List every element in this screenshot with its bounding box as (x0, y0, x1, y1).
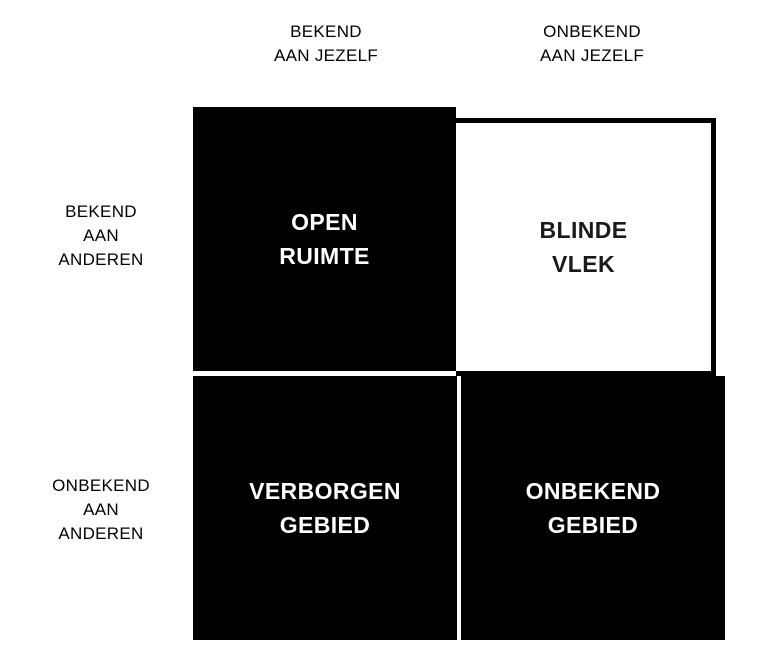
column-header-known-to-self: BEKEND AAN JEZELF (273, 22, 379, 65)
column-header-unknown-to-self: ONBEKEND AAN JEZELF (539, 22, 645, 65)
row-header-known-to-others: BEKEND AAN ANDEREN (58, 202, 144, 269)
quadrant-blind-spot: BLINDE VLEK (456, 118, 716, 376)
quadrant-hidden-area: VERBORGEN GEBIED (193, 376, 457, 640)
quadrant-open-area: OPEN RUIMTE (193, 107, 456, 371)
quadrant-unknown-area: ONBEKEND GEBIED (461, 376, 725, 640)
row-header-unknown-to-others: ONBEKEND AAN ANDEREN (52, 476, 150, 543)
